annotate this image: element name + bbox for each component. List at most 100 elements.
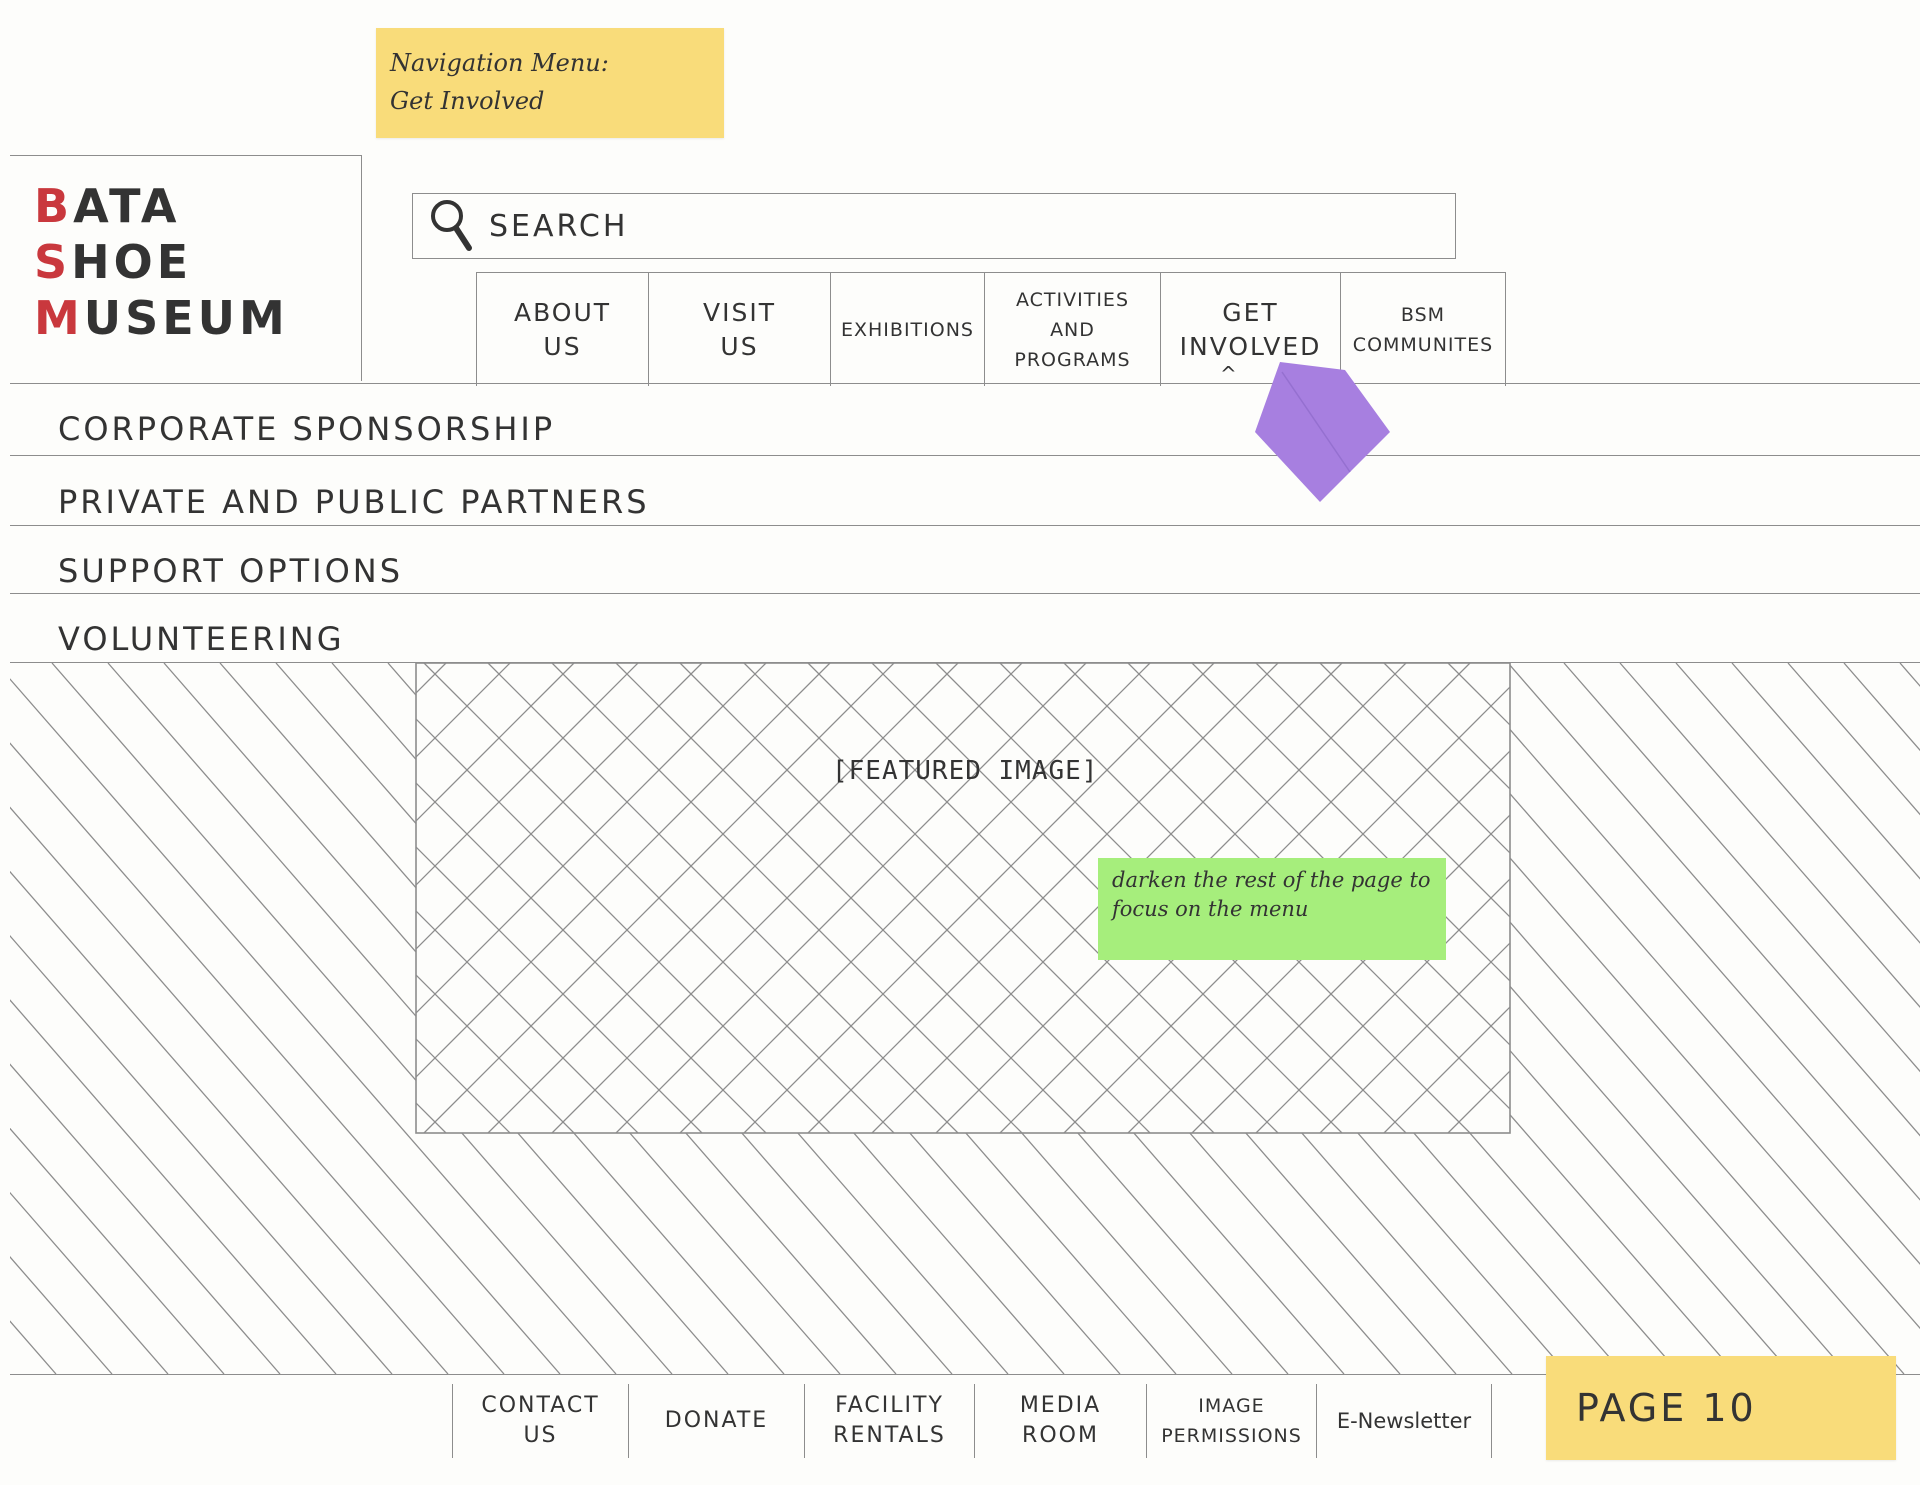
footer-nav: Contact Us Donate Facility Rentals Media… xyxy=(452,1384,1492,1458)
crosshatch-line xyxy=(551,663,1023,1133)
main-nav: About Us Visit Us Exhibitions Activities… xyxy=(476,272,1506,386)
crosshatch-line xyxy=(1319,663,1510,854)
logo-line-1: BATA xyxy=(34,179,181,233)
crosshatch-line xyxy=(416,663,639,886)
menu-divider-2 xyxy=(10,525,1920,526)
hatch-line xyxy=(107,663,729,1374)
hatch-line xyxy=(1227,663,1849,1374)
hatch-line xyxy=(1675,663,1920,1374)
crosshatch-line xyxy=(743,663,1215,1133)
active-caret-icon: ^ xyxy=(1220,362,1237,386)
hatch-line xyxy=(10,663,57,1374)
crosshatch-line xyxy=(423,663,895,1133)
hatch-line xyxy=(1507,663,1920,1374)
crosshatch-line xyxy=(416,663,447,694)
crosshatch-line xyxy=(0,663,318,1133)
crosshatch-line xyxy=(416,1038,511,1133)
menu-divider-4 xyxy=(10,662,1920,663)
hatch-line xyxy=(51,663,673,1374)
menu-item-volunteering[interactable]: Volunteering xyxy=(58,620,345,658)
hatch-line xyxy=(1283,663,1905,1374)
hatch-line xyxy=(10,663,225,1374)
crosshatch-line xyxy=(1576,663,1920,1133)
hatch-line xyxy=(10,663,393,1374)
nav-exhibitions[interactable]: Exhibitions xyxy=(830,272,984,386)
hatch-line xyxy=(10,663,449,1374)
footer-image-permissions[interactable]: Image Permissions xyxy=(1146,1384,1316,1458)
header-top-rule xyxy=(10,155,362,156)
hatch-line xyxy=(1451,663,1920,1374)
menu-divider-3 xyxy=(10,593,1920,594)
title-sticky-note: Navigation Menu: Get Involved xyxy=(376,28,724,138)
crosshatch-line xyxy=(487,663,959,1133)
header-bottom-rule xyxy=(10,383,1920,384)
hatch-line xyxy=(10,663,617,1374)
crosshatch-line xyxy=(0,663,62,1133)
crosshatch-line xyxy=(0,663,254,1133)
footer-facility-rentals[interactable]: Facility Rentals xyxy=(804,1384,974,1458)
hatch-line xyxy=(1899,663,1920,1374)
search-bar[interactable] xyxy=(412,193,1456,259)
hatch-line xyxy=(1563,663,1920,1374)
nav-get-involved[interactable]: Get Involved xyxy=(1160,272,1340,386)
hatch-line xyxy=(10,663,561,1374)
focus-sticky-note: darken the rest of the page to focus on … xyxy=(1098,858,1446,960)
crosshatch-line xyxy=(416,663,767,1014)
nav-about-us[interactable]: About Us xyxy=(476,272,648,386)
crosshatch-line xyxy=(416,663,511,758)
crosshatch-line xyxy=(1704,663,1920,1133)
crosshatch-line xyxy=(1447,1070,1510,1133)
hatch-line xyxy=(1619,663,1920,1374)
crosshatch-line xyxy=(807,663,1279,1133)
hatch-line xyxy=(1787,663,1920,1374)
crosshatch-line xyxy=(416,663,831,1078)
crosshatch-line xyxy=(416,910,639,1133)
crosshatch-line xyxy=(1447,663,1510,726)
crosshatch-line xyxy=(0,663,126,1133)
pointer-tab-icon xyxy=(1255,362,1390,502)
crosshatch-line xyxy=(1768,663,1920,1133)
crosshatch-line xyxy=(0,663,190,1133)
crosshatch-line xyxy=(416,974,575,1133)
featured-image-label: [Featured Image] xyxy=(832,756,1099,786)
footer-top-rule xyxy=(10,1374,1920,1375)
page-number-sticky: PAGE 10 xyxy=(1546,1356,1896,1460)
crosshatch-line xyxy=(1512,663,1920,1133)
crosshatch-line xyxy=(0,663,254,1133)
crosshatch-line xyxy=(0,663,62,1133)
footer-donate[interactable]: Donate xyxy=(628,1384,804,1458)
nav-activities-programs[interactable]: Activities and Programs xyxy=(984,272,1160,386)
search-input[interactable] xyxy=(487,207,1391,245)
hatch-line xyxy=(10,663,505,1374)
menu-item-private-public-partners[interactable]: Private and Public Partners xyxy=(58,483,650,521)
crosshatch-line xyxy=(1576,663,1920,1133)
hatch-line xyxy=(10,663,281,1374)
logo-line-2: SHOE xyxy=(34,235,193,289)
menu-item-support-options[interactable]: Support Options xyxy=(58,552,404,590)
hatch-line xyxy=(1843,663,1920,1374)
hatch-line xyxy=(10,663,337,1374)
crosshatch-line xyxy=(416,663,703,950)
crosshatch-line xyxy=(1768,663,1920,1133)
crosshatch-line xyxy=(0,663,126,1133)
hatch-line xyxy=(10,663,113,1374)
nav-bsm-communities[interactable]: BSM Communites xyxy=(1340,272,1506,386)
footer-enewsletter[interactable]: E-Newsletter xyxy=(1316,1384,1492,1458)
nav-visit-us[interactable]: Visit Us xyxy=(648,272,830,386)
footer-contact-us[interactable]: Contact Us xyxy=(452,1384,628,1458)
crosshatch-line xyxy=(679,663,1151,1133)
menu-item-corporate-sponsorship[interactable]: Corporate Sponsorship xyxy=(58,410,556,448)
hatch-line xyxy=(1731,663,1920,1374)
footer-media-room[interactable]: Media Room xyxy=(974,1384,1146,1458)
magnifier-icon[interactable] xyxy=(429,198,475,254)
crosshatch-line xyxy=(0,663,190,1133)
hatch-line xyxy=(275,663,897,1374)
crosshatch-line xyxy=(0,663,318,1133)
crosshatch-line xyxy=(1704,663,1920,1133)
hatch-line xyxy=(1171,663,1793,1374)
crosshatch-line xyxy=(1255,878,1510,1133)
hatch-line xyxy=(10,663,169,1374)
museum-logo[interactable]: BATA SHOE MUSEUM xyxy=(34,178,334,346)
menu-divider-1 xyxy=(10,455,1920,456)
logo-divider xyxy=(361,155,362,381)
